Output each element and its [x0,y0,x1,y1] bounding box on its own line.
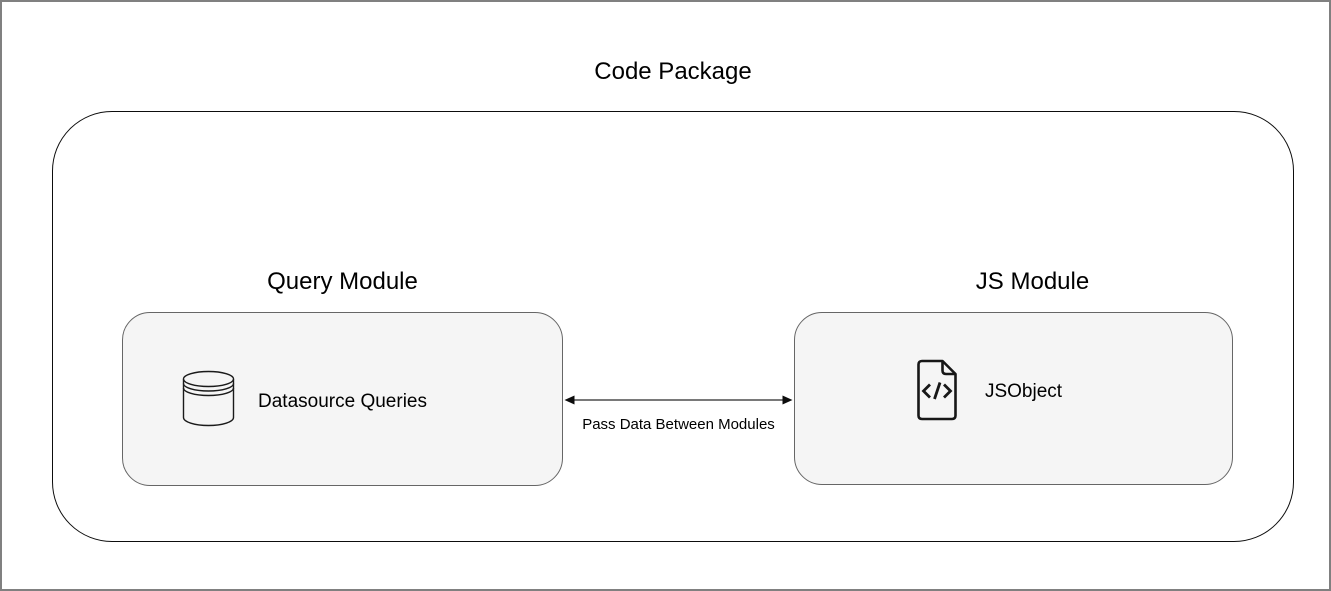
jsobject-label: JSObject [984,381,1063,402]
database-icon [182,370,235,427]
js-module-box: JSObject [794,312,1233,485]
datasource-queries-label: Datasource Queries [258,391,427,412]
query-module-label: Query Module [267,268,418,295]
diagram-title: Code Package [594,58,752,85]
js-module-label: JS Module [975,268,1090,295]
connection-label: Pass Data Between Modules [582,416,775,433]
query-module-box: Datasource Queries [122,312,563,486]
code-package-boundary [52,111,1294,542]
double-arrow-icon [563,392,794,408]
code-file-icon [914,359,960,421]
